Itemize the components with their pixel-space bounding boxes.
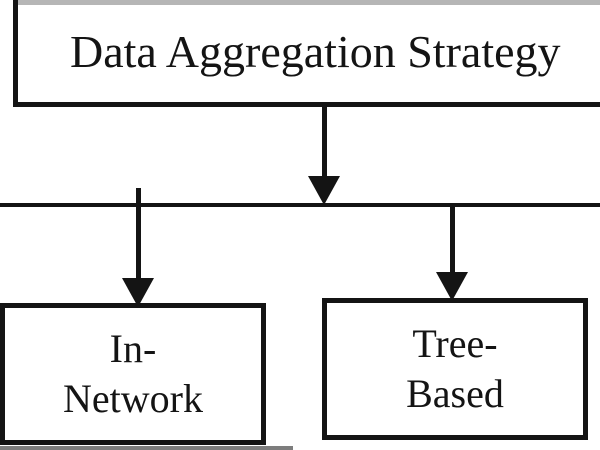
arrowhead-down-right-icon xyxy=(436,272,468,301)
node-tree-based-label-line1: Tree- xyxy=(412,321,498,366)
node-in-network-label-line2: Network xyxy=(63,376,203,421)
arrow-shaft-divider-to-tree-based xyxy=(450,203,455,274)
node-in-network-label-line1: In- xyxy=(109,326,157,371)
node-data-aggregation-strategy-label: Data Aggregation Strategy xyxy=(70,25,561,77)
node-in-network: In- Network xyxy=(0,303,266,445)
cropped-bottom-shadow-line xyxy=(0,446,293,450)
arrow-shaft-divider-to-in-network xyxy=(136,188,141,280)
cropped-top-edge-strip xyxy=(18,0,600,5)
arrowhead-down-center-icon xyxy=(308,176,340,205)
arrowhead-down-left-icon xyxy=(122,278,154,307)
node-data-aggregation-strategy: Data Aggregation Strategy xyxy=(13,0,600,107)
divider-line xyxy=(0,203,600,207)
node-tree-based-label-line2: Based xyxy=(406,371,504,416)
arrow-shaft-root-to-divider xyxy=(322,105,327,179)
node-tree-based: Tree- Based xyxy=(322,298,588,440)
